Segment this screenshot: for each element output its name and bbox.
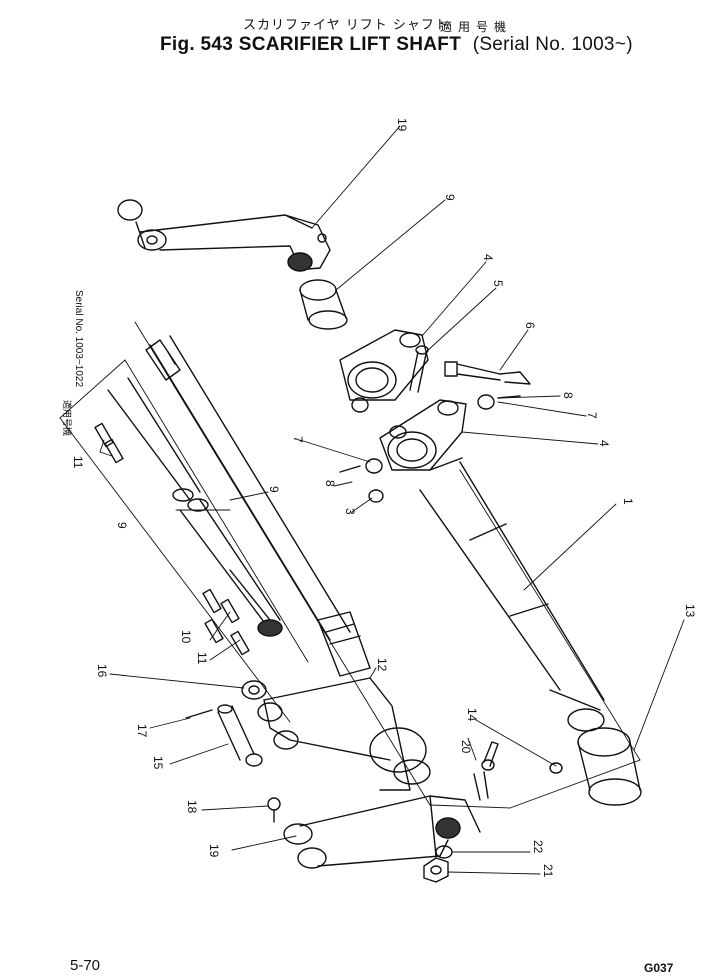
bolt-6 [444, 361, 531, 385]
figure-serial: (Serial No. 1003~) [472, 34, 633, 55]
callout-8-right: 8 [561, 392, 575, 399]
callout-22: 22 [531, 840, 545, 854]
shaft-9-old [107, 377, 283, 637]
cotter-pin-17 [185, 709, 213, 719]
callout-15: 15 [151, 756, 165, 770]
callout-11-lower: 11 [195, 652, 209, 665]
callout-7-left: 7 [291, 436, 305, 443]
grease-fitting-14 [549, 762, 563, 774]
callout-12: 12 [375, 658, 389, 672]
nut-21 [423, 857, 449, 883]
callout-21: 21 [541, 864, 555, 878]
callout-4-upper: 4 [481, 254, 495, 261]
main-shaft-1 [419, 457, 605, 732]
lever-arm-top [117, 199, 331, 272]
page-number: 5-70 [70, 957, 101, 974]
callout-20: 20 [459, 740, 473, 754]
callout-2: 9 [443, 194, 457, 201]
grease-fitting-3 [368, 489, 384, 503]
figure-title: Fig. 543 SCARIFIER LIFT SHAFT (Serial No… [160, 34, 633, 56]
callout-10: 10 [179, 630, 193, 644]
leader-lines [99, 125, 685, 875]
callout-8-left: 8 [323, 480, 337, 487]
callout-13: 13 [683, 604, 697, 618]
bolt-5 [409, 345, 429, 393]
callout-14: 14 [465, 708, 479, 722]
callout-1: 1 [621, 498, 635, 505]
callout-19-top: 19 [395, 118, 409, 132]
pin-15 [217, 704, 263, 767]
splined-shaft-9 [145, 335, 371, 677]
keys-10-11-lower [202, 588, 250, 656]
callout-9-right: 9 [267, 486, 281, 493]
nut-7-left [339, 458, 383, 474]
washer-16 [241, 680, 267, 700]
lever-arm-bottom [283, 795, 481, 869]
callout-16: 16 [95, 664, 109, 678]
callout-5: 5 [491, 280, 505, 287]
bolt-20 [473, 741, 499, 801]
callout-18: 18 [185, 800, 199, 814]
callout-19-bottom: 19 [207, 844, 221, 858]
drawing-code: G037 [644, 961, 674, 975]
bracket-4-upper [339, 329, 429, 413]
callout-7-right: 7 [585, 412, 599, 419]
bushing-2 [299, 279, 348, 330]
callout-9-left: 9 [115, 522, 129, 529]
callout-11-upper: 11 [71, 456, 85, 469]
callout-6: 6 [523, 322, 537, 329]
grease-fitting-18 [267, 797, 281, 823]
lever-12 [257, 677, 431, 791]
figure-title-text: Fig. 543 SCARIFIER LIFT SHAFT [160, 34, 462, 55]
callout-4-lower: 4 [597, 440, 611, 447]
title-japanese: スカリファイヤ リフト シャフト [243, 18, 449, 33]
callout-labels: 19 9 4 5 6 8 7 4 7 8 3 9 9 1 13 14 12 10… [62, 118, 697, 878]
serial-japanese: 適用号機 [440, 20, 513, 34]
keys-11-upper [94, 422, 124, 464]
bracket-4-lower [379, 399, 467, 471]
frame-lines [59, 321, 641, 809]
bushing-13 [577, 727, 642, 806]
callout-3: 3 [343, 508, 357, 515]
side-note-serial: Serial No. 1003~1022 [73, 290, 84, 387]
side-note-jp: 適用号機 [62, 400, 73, 436]
callout-17: 17 [135, 724, 149, 738]
